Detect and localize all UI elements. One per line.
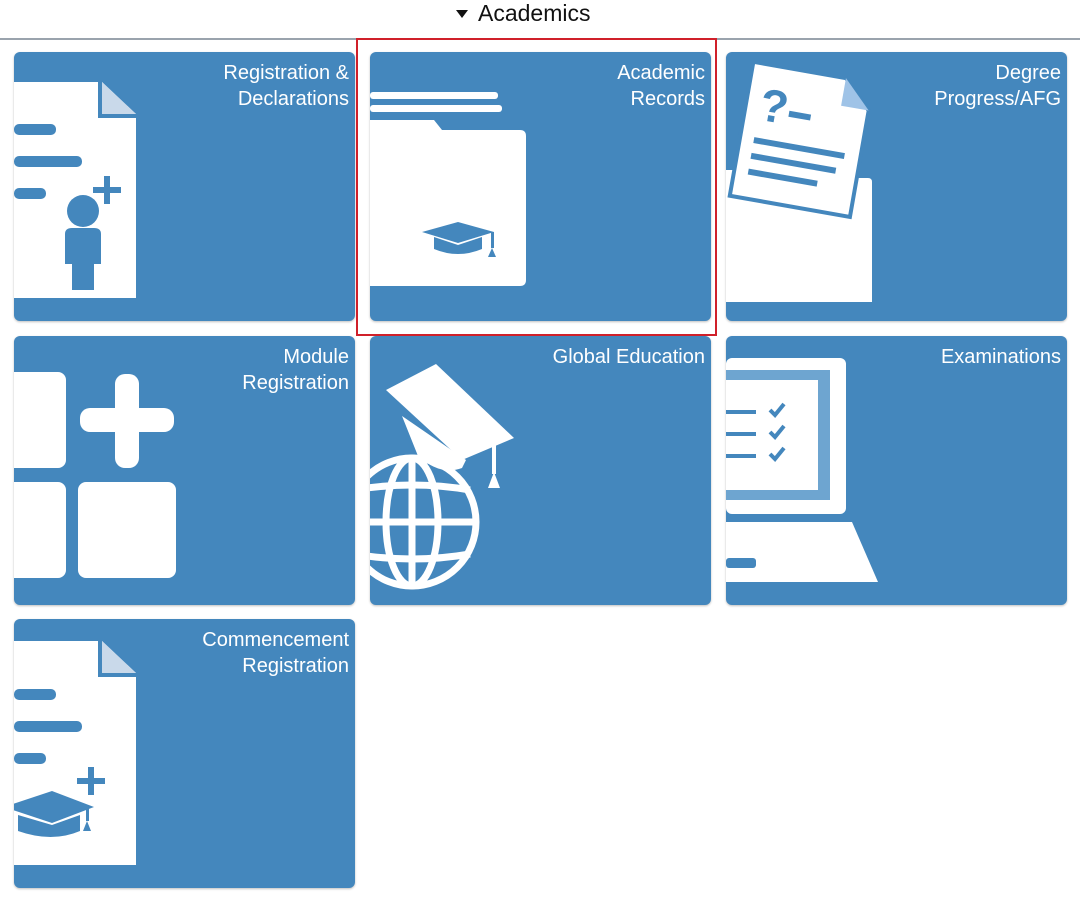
tile-examinations[interactable]: Examinations <box>726 336 1067 605</box>
document-add-person-icon <box>14 80 138 298</box>
tile-label: Global Education <box>552 346 705 368</box>
tile-label: Degree Progress/AFG <box>934 62 1061 110</box>
folder-question-document-icon: ? <box>726 59 872 302</box>
tile-label: Examinations <box>940 346 1061 368</box>
tile-global-education[interactable]: Global Education <box>370 336 711 605</box>
tile-label: Registration & Declarations <box>223 62 349 110</box>
tile-commencement-registration[interactable]: Commencement Registration <box>14 619 355 888</box>
laptop-checklist-icon <box>726 358 878 582</box>
section-title: Academics <box>478 0 591 26</box>
grid-plus-icon <box>14 372 176 578</box>
caret-down-icon <box>456 10 468 18</box>
tile-module-registration[interactable]: Module Registration <box>14 336 355 605</box>
tile-label: Commencement Registration <box>202 629 349 677</box>
tile-registration-declarations[interactable]: Registration & Declarations <box>14 52 355 321</box>
tile-academic-records[interactable]: Academic Records <box>370 52 711 321</box>
document-graduation-cap-add-icon <box>14 639 138 865</box>
academics-section-toggle[interactable]: Academics <box>456 0 590 26</box>
tile-label: Module Registration <box>242 346 349 394</box>
tile-label: Academic Records <box>617 62 705 110</box>
globe-graduation-cap-icon <box>370 364 514 590</box>
tile-degree-progress[interactable]: ? Degree Progress/AFG <box>726 52 1067 321</box>
section-header: Academics <box>0 0 1080 40</box>
folder-graduation-cap-icon <box>370 92 526 286</box>
